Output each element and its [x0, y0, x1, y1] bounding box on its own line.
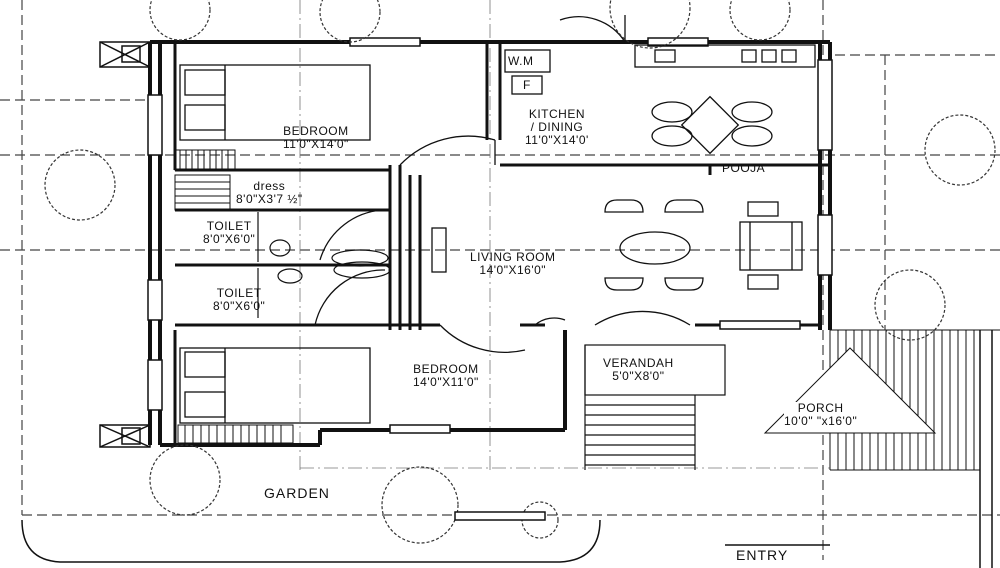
windows — [147, 37, 833, 434]
kitchen-name: KITCHEN — [528, 107, 585, 121]
kitchen-fixtures — [504, 44, 816, 155]
toilet-1-name: TOILET — [206, 219, 252, 233]
kitchen-name-2: / DINING — [530, 120, 584, 134]
verandah-steps — [584, 344, 726, 470]
living-furniture — [431, 199, 803, 291]
pooja-label: POOJA — [722, 161, 766, 175]
bedroom-1-size: 11'0"X14'0" — [283, 137, 349, 151]
kitchen-size: 11'0"X14'0' — [525, 133, 589, 147]
porch-name: PORCH — [797, 401, 844, 415]
door-swings — [314, 15, 691, 353]
dress-name: dress — [253, 179, 286, 193]
bedroom-2-label: BEDROOM 14'0"X11'0" — [413, 363, 479, 389]
kitchen-label: KITCHEN / DINING 11'0"X14'0' — [525, 108, 589, 147]
trees — [44, 0, 996, 544]
toilet-2-label: TOILET 8'0"X6'0" — [213, 287, 265, 313]
fridge-label: F — [523, 78, 531, 92]
toilet-1-size: 8'0"X6'0" — [203, 232, 256, 246]
entry-label: ENTRY — [736, 547, 789, 563]
verandah-label: VERANDAH 5'0"X8'0" — [603, 357, 674, 383]
washing-machine-label: W.M — [508, 54, 534, 68]
verandah-size: 5'0"X8'0" — [612, 369, 665, 383]
grid-axes — [299, 0, 830, 470]
toilet-2-name: TOILET — [216, 286, 262, 300]
toilet-fixtures — [257, 212, 391, 318]
garden-edge — [21, 330, 993, 568]
porch-size: 10'0" "x16'0" — [784, 414, 858, 428]
bed-2 — [179, 347, 371, 424]
wardrobe-2 — [177, 424, 294, 444]
bedroom-2-size: 14'0"X11'0" — [413, 375, 479, 389]
bedroom-1-label: BEDROOM 11'0"X14'0" — [283, 125, 349, 151]
dress-size: 8'0"X3'7 ½" — [236, 192, 303, 206]
verandah-name: VERANDAH — [603, 356, 674, 370]
bedroom-1-name: BEDROOM — [283, 124, 349, 138]
toilet-2-size: 8'0"X6'0" — [213, 299, 266, 313]
inner-walls — [173, 42, 830, 445]
living-room-label: LIVING ROOM 14'0"X16'0" — [470, 251, 556, 277]
porch-hatch — [763, 329, 1000, 471]
porch-label: PORCH 10'0" "x16'0" — [784, 401, 858, 428]
wardrobe-1 — [174, 149, 236, 171]
living-room-size: 14'0"X16'0" — [479, 263, 547, 277]
dress-label: dress 8'0"X3'7 ½" — [236, 180, 303, 206]
living-room-name: LIVING ROOM — [470, 250, 556, 264]
bed-1 — [179, 64, 371, 141]
toilet-1-label: TOILET 8'0"X6'0" — [203, 220, 255, 246]
bedroom-2-name: BEDROOM — [413, 362, 479, 376]
dress-shelves — [174, 174, 231, 211]
garden-label: GARDEN — [264, 485, 330, 501]
shafts — [99, 41, 151, 448]
